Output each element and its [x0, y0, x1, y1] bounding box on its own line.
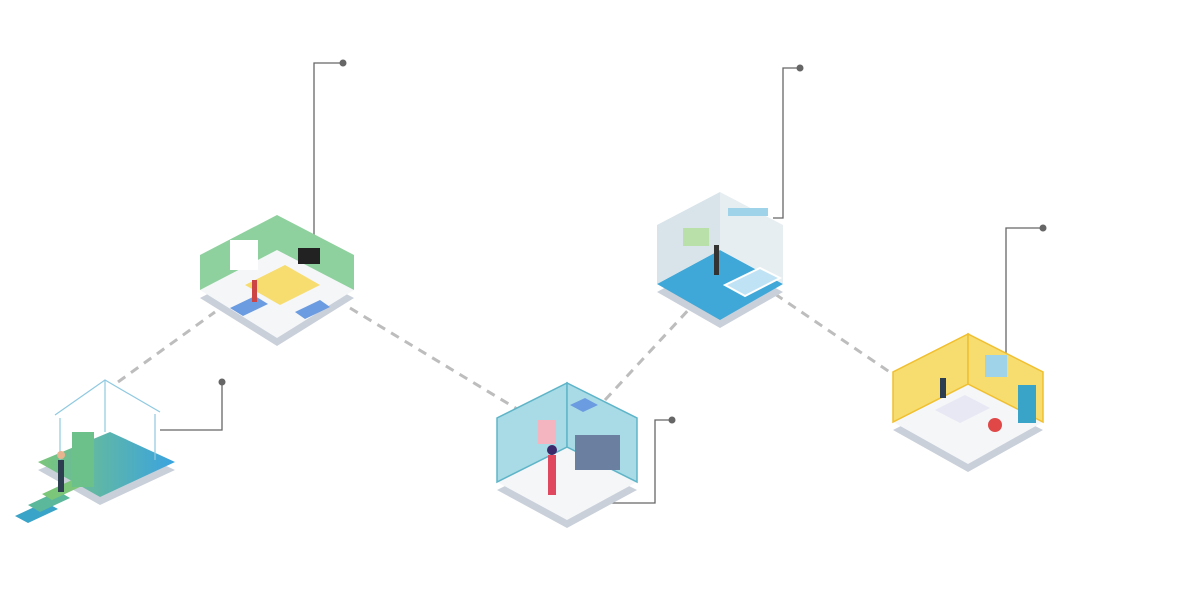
- callout-living: [313, 62, 343, 240]
- callout-dot: [1039, 224, 1047, 232]
- callout-kitchen: [610, 419, 672, 504]
- connectors: [117, 292, 898, 414]
- callout-dot: [796, 64, 804, 72]
- connector-living-kitchen: [349, 306, 523, 414]
- smart-house-entrance-icon: [15, 379, 175, 523]
- callout-dot: [668, 416, 676, 424]
- connector-entrance-living: [117, 310, 216, 384]
- bedroom-icon: [892, 332, 1044, 472]
- connector-bathroom-bedroom: [774, 292, 898, 379]
- callout-dot: [339, 59, 347, 67]
- connector-kitchen-bathroom: [603, 304, 694, 402]
- kitchen-icon: [496, 381, 638, 528]
- bathroom-icon: [657, 192, 783, 328]
- callouts: [160, 62, 1043, 504]
- living-room-icon: [200, 215, 354, 346]
- callout-dot: [218, 378, 226, 386]
- callout-bathroom: [773, 67, 800, 219]
- callout-bedroom: [1005, 227, 1043, 360]
- callout-entrance: [160, 382, 223, 431]
